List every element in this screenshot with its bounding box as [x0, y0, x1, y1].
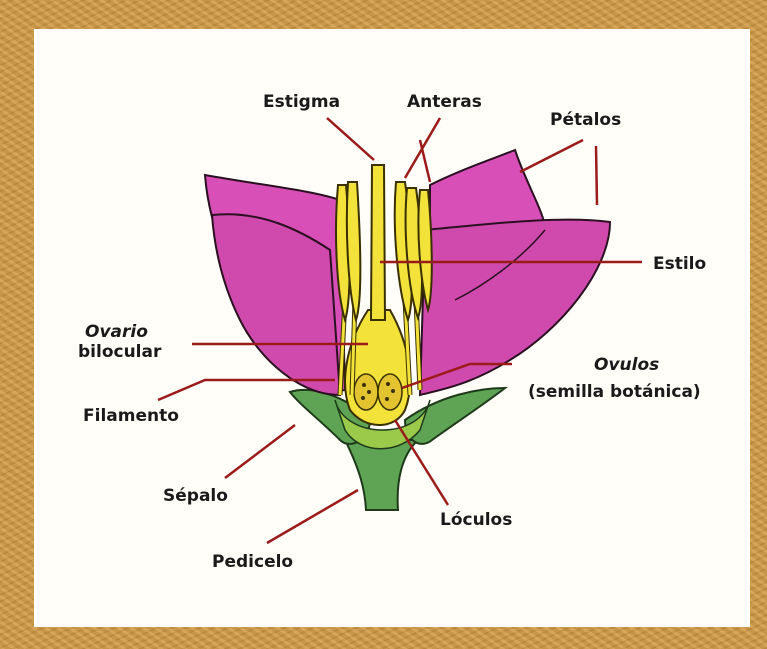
label-ovulos-line1: Ovulos	[594, 355, 659, 375]
leader-pedicelo	[267, 490, 358, 543]
label-ovario-line1: Ovario	[85, 322, 148, 342]
petal-front-right	[420, 220, 610, 395]
label-ovario-line2: bilocular	[78, 342, 161, 362]
label-loculos: Lóculos	[440, 510, 512, 530]
label-estigma: Estigma	[263, 92, 340, 112]
label-petalos: Pétalos	[550, 110, 621, 130]
label-filamento: Filamento	[83, 406, 179, 426]
locule-left	[354, 374, 378, 410]
label-sepalo: Sépalo	[163, 486, 228, 506]
leader-sepalo	[225, 425, 295, 478]
locule-right	[378, 374, 402, 410]
pedicel-stem	[345, 440, 418, 510]
label-anteras: Anteras	[407, 92, 482, 112]
label-estilo: Estilo	[653, 254, 706, 274]
label-pedicelo: Pedicelo	[212, 552, 293, 572]
leader-estigma	[327, 118, 374, 160]
label-ovulos-line2: (semilla botánica)	[528, 382, 701, 402]
style-stigma	[371, 165, 385, 320]
leader-anteras	[405, 118, 440, 182]
